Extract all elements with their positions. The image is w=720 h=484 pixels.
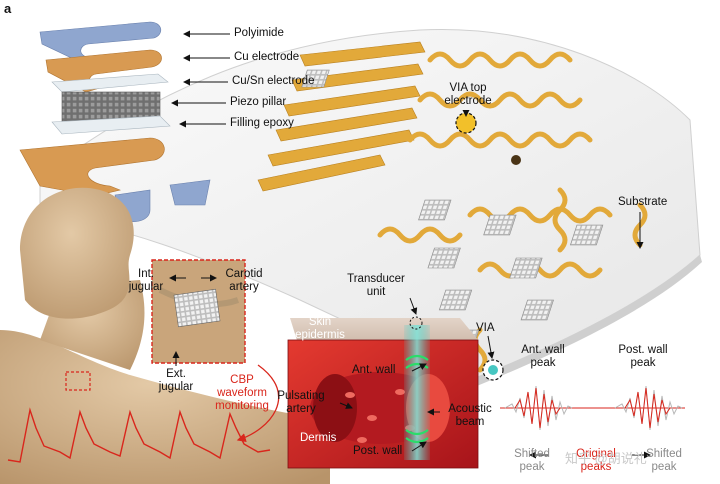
label-shifted-peak-left: Shifted peak <box>504 448 560 474</box>
neck-inset <box>151 259 246 364</box>
post-peak-line2: peak <box>630 357 656 370</box>
label-shifted-peak-right: Shifted peak <box>636 448 692 474</box>
cusn-electrode-layer <box>51 73 169 93</box>
label-piezo-pillar: Piezo pillar <box>230 96 287 108</box>
bottom-polyimide-layer-2 <box>169 179 211 206</box>
cbp-waveform <box>7 407 271 463</box>
panel-letter: a <box>4 1 12 16</box>
shifted-left-line1: Shifted <box>514 448 550 460</box>
acoustic-beam <box>404 325 430 460</box>
via-top-line1: VIA top <box>449 82 487 94</box>
layer-stack <box>19 21 211 223</box>
label-arrows <box>169 30 644 452</box>
shifted-right-line2: peak <box>651 461 677 474</box>
label-cusn-electrode: Cu/Sn electrode <box>232 75 315 87</box>
original-line1: Original <box>576 448 616 460</box>
tissue-section <box>287 316 479 469</box>
carotid-line2: artery <box>229 281 259 294</box>
carotid-line1: Carotid <box>225 268 263 280</box>
transducer-line2: unit <box>366 286 386 299</box>
pulsating-line1: Pulsating <box>277 390 325 402</box>
cbp-line2: waveform <box>217 387 267 400</box>
via-core <box>488 365 498 375</box>
label-transducer-unit: Transducer unit <box>336 273 416 299</box>
head <box>20 187 134 319</box>
label-post-wall-peak: Post. wall peak <box>605 344 681 370</box>
skin-line1: Skin <box>308 316 332 328</box>
skin-line2: epidermis <box>295 329 345 342</box>
filling-epoxy-layer <box>51 115 171 135</box>
label-carotid-artery: Carotid artery <box>214 268 274 294</box>
ant-peak-line2: peak <box>530 357 556 370</box>
post-peak-line1: Post. wall <box>618 344 668 356</box>
via-pad-dot <box>511 155 521 165</box>
shifted-left-line2: peak <box>519 461 545 474</box>
bottom-cu-layer <box>19 137 165 197</box>
label-skin-epidermis: Skin epidermis <box>290 316 350 342</box>
int-jugular-line1: Int. <box>138 268 154 280</box>
watermark: 知乎 @胡说礼 <box>565 451 647 466</box>
label-cu-electrode: Cu electrode <box>234 51 300 63</box>
int-jugular-line2: jugular <box>128 281 164 294</box>
label-ant-wall-peak: Ant. wall peak <box>508 344 578 370</box>
label-ext-jugular: Ext. jugular <box>148 368 204 394</box>
echo-signal <box>500 385 685 459</box>
label-dermis: Dermis <box>300 432 337 444</box>
label-via: VIA <box>476 322 495 334</box>
original-line2: peaks <box>580 461 612 474</box>
label-int-jugular: Int. jugular <box>108 268 184 294</box>
transducer-line1: Transducer <box>347 273 405 285</box>
label-cbp-monitoring: CBP waveform monitoring <box>196 374 288 414</box>
neck-patch-marker <box>65 371 91 391</box>
label-via-top-electrode: VIA top electrode <box>438 82 498 108</box>
label-polyimide: Polyimide <box>234 27 284 39</box>
cbp-arrow <box>236 364 280 443</box>
cbp-line1: CBP <box>230 374 254 386</box>
label-ant-wall: Ant. wall <box>352 364 396 376</box>
label-pulsating-artery: Pulsating artery <box>266 390 336 416</box>
shifted-right-line1: Shifted <box>646 448 682 460</box>
ext-jugular-line2: jugular <box>158 381 194 394</box>
acoustic-line1: Acoustic <box>448 403 492 415</box>
via-top-line2: electrode <box>444 95 492 108</box>
label-original-peaks: Original peaks <box>562 448 630 474</box>
ant-peak-line1: Ant. wall <box>521 344 565 356</box>
label-post-wall: Post. wall <box>353 445 403 457</box>
ext-jugular-line1: Ext. <box>166 368 186 380</box>
label-filling-epoxy: Filling epoxy <box>230 117 294 129</box>
transducer-unit-marker <box>409 316 423 330</box>
cbp-line3: monitoring <box>215 400 269 413</box>
acoustic-line2: beam <box>455 416 485 429</box>
label-acoustic-beam: Acoustic beam <box>440 403 500 429</box>
label-substrate: Substrate <box>618 196 668 208</box>
pulsating-line2: artery <box>286 403 316 416</box>
